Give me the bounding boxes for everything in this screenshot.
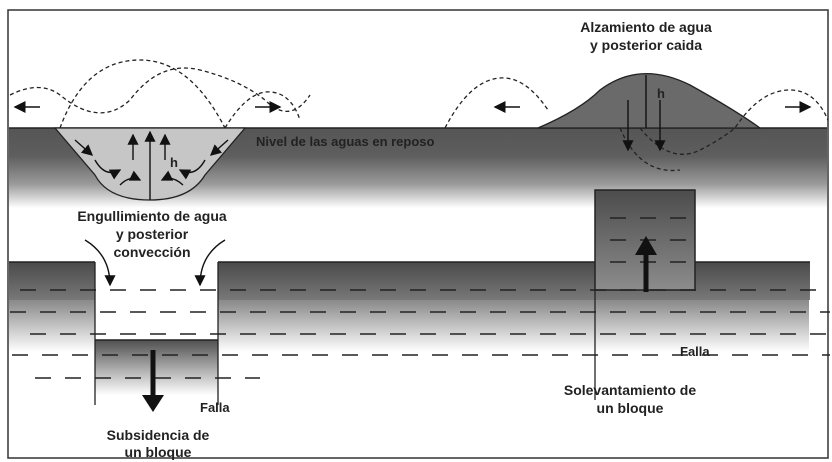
uplift-water-label-line2: y posterior caida [590, 37, 702, 53]
uplift-block-label-line2: un bloque [597, 400, 664, 416]
block-movement-arrows [142, 236, 657, 412]
rest-level-label: Nivel de las aguas en reposo [256, 134, 435, 149]
subsided-gap [95, 262, 218, 340]
uplift-block-label-line1: Solevantamiento de [564, 382, 696, 398]
subsided-block [95, 340, 218, 395]
engulf-label-line1: Engullimiento de agua [77, 208, 227, 224]
h-left-label: h [170, 155, 178, 170]
wave-dashed-curves [9, 59, 829, 172]
water-hump [537, 72, 763, 129]
hump-arrows [622, 75, 666, 152]
frame [7, 9, 829, 459]
strata-dashes [10, 217, 830, 379]
fault-left-label: Falla [200, 400, 230, 415]
convection-arrows [84, 239, 226, 287]
engulf-label-line3: convección [113, 244, 190, 260]
fault-right-label: Falla [680, 344, 710, 359]
h-right-label: h [657, 86, 665, 101]
subsidence-label-line2: un bloque [125, 444, 192, 460]
uplift-water-label-line1: Alzamiento de agua [580, 19, 712, 35]
subsidence-label-line1: Subsidencia de [107, 427, 210, 443]
trough-arrows [74, 130, 229, 200]
engulf-label-line2: y posterior [116, 226, 189, 242]
